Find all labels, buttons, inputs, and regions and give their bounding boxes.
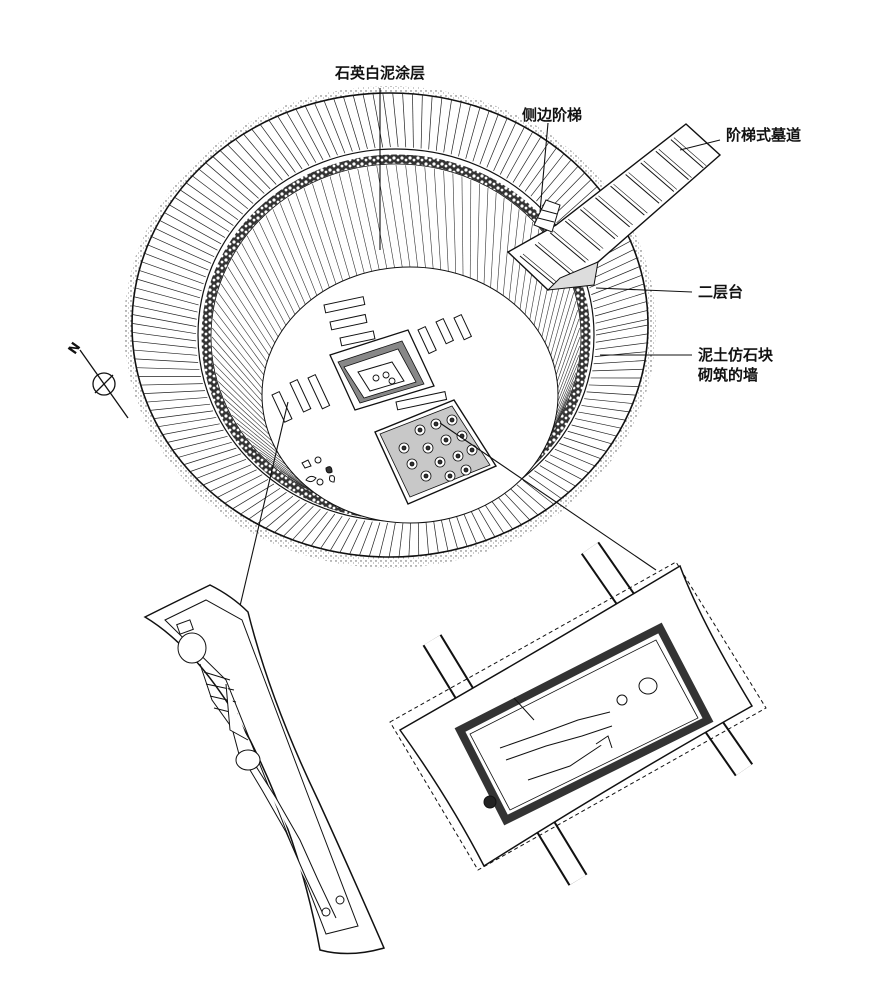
compass	[80, 350, 128, 418]
label-side-stairs: 侧边阶梯	[522, 106, 582, 124]
label-wall-line2: 砌筑的墙	[698, 366, 758, 384]
right-coffin	[390, 548, 766, 880]
label-wall-line1: 泥土仿石块	[698, 346, 773, 364]
label-second-tier: 二层台	[698, 283, 743, 301]
left-coffin	[145, 585, 384, 954]
label-quartz-coating: 石英白泥涂层	[335, 64, 425, 82]
label-stepped-passage: 阶梯式墓道	[726, 126, 801, 144]
